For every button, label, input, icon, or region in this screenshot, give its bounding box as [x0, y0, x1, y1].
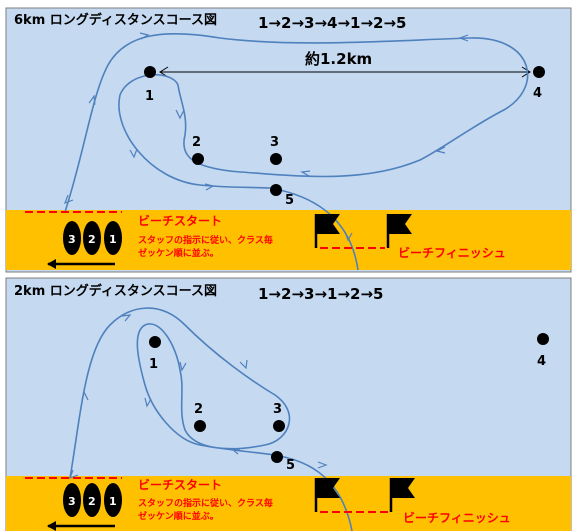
route-arrow — [139, 32, 150, 40]
buoy-label-4: 4 — [533, 86, 542, 101]
course-route — [69, 307, 353, 531]
start-box-2 — [83, 221, 101, 255]
distance-label: 約1.2km — [305, 50, 372, 68]
start-note-line2: ゼッケン順に並ぶ。 — [138, 247, 219, 259]
start-box-1 — [104, 221, 122, 255]
route-arrow — [230, 448, 241, 455]
buoy-1 — [144, 66, 156, 78]
buoy-label-1: 1 — [149, 357, 158, 372]
beach-start-label: ビーチスタート — [138, 213, 222, 228]
route-arrow — [144, 397, 152, 408]
course-sequence: 1→2→3→4→1→2→5 — [258, 14, 406, 32]
route-arrow — [435, 146, 446, 154]
route-arrow — [175, 109, 185, 120]
panel-6km: 6km ロングディスタンスコース図 1→2→3→4→1→2→5 約1.2km 1… — [5, 7, 572, 273]
route-arrow — [129, 148, 138, 159]
start-box-label-2: 2 — [88, 233, 96, 246]
buoy-2 — [194, 420, 206, 432]
start-box-label-3: 3 — [68, 233, 76, 246]
start-note-line1: スタッフの指示に従い、クラス毎 — [138, 497, 273, 509]
beach-finish-label: ビーチフィニッシュ — [403, 510, 511, 525]
start-box-1 — [104, 483, 122, 517]
route-arrow — [344, 231, 353, 242]
buoy-label-3: 3 — [270, 135, 279, 150]
route-arrow — [68, 469, 79, 480]
buoy-4 — [537, 333, 549, 345]
route-arrow — [204, 183, 215, 191]
start-box-label-2: 2 — [88, 495, 96, 508]
finish-flag-right — [386, 214, 412, 248]
route-arrow — [179, 361, 187, 372]
route-arrow — [239, 359, 248, 370]
route-arrow — [121, 314, 132, 322]
route-arrow — [317, 461, 328, 469]
buoy-2 — [192, 153, 204, 165]
buoy-label-5: 5 — [285, 193, 294, 208]
finish-flag-right — [389, 478, 415, 512]
buoy-label-4: 4 — [537, 354, 546, 369]
start-box-label-1: 1 — [109, 495, 117, 508]
route-arrow — [88, 94, 96, 105]
buoy-3 — [273, 420, 285, 432]
start-note-line1: スタッフの指示に従い、クラス毎 — [138, 234, 273, 246]
beach-start-label: ビーチスタート — [138, 477, 222, 492]
finish-flag-left — [314, 214, 340, 248]
course-sequence: 1→2→3→1→2→5 — [258, 285, 383, 303]
beach-finish-label: ビーチフィニッシュ — [398, 245, 506, 260]
start-box-label-1: 1 — [109, 233, 117, 246]
buoy-1 — [149, 336, 161, 348]
start-box-2 — [83, 483, 101, 517]
distance-arrow-right — [521, 66, 531, 78]
buoy-label-5: 5 — [286, 458, 295, 473]
buoy-4 — [533, 66, 545, 78]
buoy-label-1: 1 — [145, 89, 154, 104]
course-route — [64, 32, 529, 271]
buoy-5 — [270, 184, 282, 196]
buoy-3 — [270, 153, 282, 165]
buoy-label-2: 2 — [192, 135, 201, 150]
start-box-3 — [63, 483, 81, 517]
route-arrow — [63, 194, 74, 205]
buoy-5 — [271, 451, 283, 463]
panel-2km: 2km ロングディスタンスコース図 1→2→3→1→2→5 1 2 3 4 5 … — [5, 277, 572, 531]
route-arrow — [458, 34, 469, 42]
finish-flag-left — [314, 478, 340, 512]
start-box-3 — [63, 221, 81, 255]
buoy-label-3: 3 — [273, 402, 282, 417]
start-note-line2: ゼッケン順に並ぶ。 — [138, 510, 219, 522]
route-arrow — [81, 390, 89, 401]
buoy-label-2: 2 — [194, 402, 203, 417]
panel-title: 6km ロングディスタンスコース図 — [14, 12, 217, 28]
panel-title: 2km ロングディスタンスコース図 — [14, 283, 217, 299]
start-box-label-3: 3 — [68, 495, 76, 508]
route-arrow — [300, 170, 311, 177]
